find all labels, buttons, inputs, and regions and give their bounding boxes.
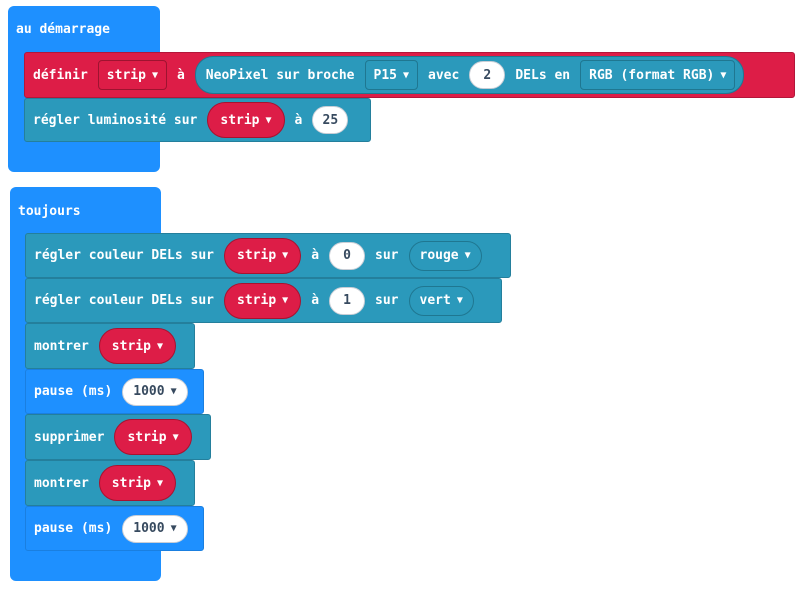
with-label: avec bbox=[428, 67, 460, 83]
pause-block[interactable]: pause (ms) 1000 ▼ bbox=[25, 369, 204, 414]
pause-label: pause (ms) bbox=[34, 521, 113, 536]
leds-in-label: DELs en bbox=[515, 67, 571, 83]
chevron-down-icon: ▼ bbox=[172, 431, 179, 443]
set-pixel-color-block[interactable]: régler couleur DELs sur strip ▼ à 0 sur … bbox=[25, 233, 511, 278]
color-dropdown[interactable]: vert ▼ bbox=[408, 285, 474, 316]
chevron-down-icon: ▼ bbox=[456, 295, 463, 306]
pixel-at-label: à bbox=[311, 248, 320, 263]
pin-dropdown[interactable]: P15 ▼ bbox=[364, 60, 419, 90]
clear-label: supprimer bbox=[34, 429, 105, 445]
brightness-strip-variable[interactable]: strip ▼ bbox=[207, 102, 285, 138]
on-start-title: au démarrage bbox=[16, 22, 110, 37]
show-label: montrer bbox=[34, 475, 89, 491]
forever-title: toujours bbox=[18, 204, 81, 219]
clear-strip-variable[interactable]: strip ▼ bbox=[114, 419, 192, 455]
set-pixel-color-block[interactable]: régler couleur DELs sur strip ▼ à 1 sur … bbox=[25, 278, 502, 323]
pixel-color-label: régler couleur DELs sur bbox=[34, 248, 215, 263]
clear-block[interactable]: supprimer strip ▼ bbox=[25, 414, 211, 460]
pixel-on-label: sur bbox=[375, 293, 399, 308]
chevron-down-icon: ▼ bbox=[156, 340, 163, 352]
pixel-index-input[interactable]: 0 bbox=[329, 241, 366, 270]
set-strip-block[interactable]: définir strip ▼ à NeoPixel sur broche P1… bbox=[24, 52, 795, 98]
chevron-down-icon: ▼ bbox=[151, 69, 158, 81]
chevron-down-icon: ▼ bbox=[156, 477, 163, 489]
pixel-index-input[interactable]: 1 bbox=[329, 286, 366, 315]
chevron-down-icon: ▼ bbox=[403, 69, 410, 81]
brightness-to-label: à bbox=[294, 112, 303, 128]
pixel-on-label: sur bbox=[375, 248, 399, 263]
pixel-strip-variable[interactable]: strip ▼ bbox=[224, 237, 302, 274]
chevron-down-icon: ▼ bbox=[720, 69, 727, 81]
chevron-down-icon: ▼ bbox=[265, 114, 272, 126]
chevron-down-icon: ▼ bbox=[282, 250, 289, 261]
neopixel-label: NeoPixel sur broche bbox=[205, 67, 355, 83]
set-to-label: à bbox=[176, 67, 185, 83]
neopixel-create-block[interactable]: NeoPixel sur broche P15 ▼ avec 2 DELs en… bbox=[194, 56, 745, 94]
pixel-at-label: à bbox=[311, 293, 320, 308]
led-count-input[interactable]: 2 bbox=[469, 61, 506, 89]
show-strip-variable[interactable]: strip ▼ bbox=[98, 328, 176, 364]
show-label: montrer bbox=[34, 338, 89, 354]
brightness-label: régler luminosité sur bbox=[33, 112, 198, 128]
brightness-value-input[interactable]: 25 bbox=[312, 106, 349, 134]
chevron-down-icon: ▼ bbox=[282, 295, 289, 306]
mode-dropdown[interactable]: RGB (format RGB) ▼ bbox=[580, 60, 736, 90]
set-label: définir bbox=[33, 67, 88, 83]
pause-block[interactable]: pause (ms) 1000 ▼ bbox=[25, 506, 204, 551]
chevron-down-icon: ▼ bbox=[464, 250, 471, 261]
pause-value-dropdown[interactable]: 1000 ▼ bbox=[122, 514, 188, 543]
show-strip-variable[interactable]: strip ▼ bbox=[98, 465, 176, 501]
color-dropdown[interactable]: rouge ▼ bbox=[408, 240, 482, 271]
pixel-strip-variable[interactable]: strip ▼ bbox=[224, 282, 302, 319]
pixel-color-label: régler couleur DELs sur bbox=[34, 293, 215, 308]
chevron-down-icon: ▼ bbox=[170, 386, 177, 397]
pause-value-dropdown[interactable]: 1000 ▼ bbox=[122, 377, 188, 406]
show-block[interactable]: montrer strip ▼ bbox=[25, 323, 195, 369]
set-brightness-block[interactable]: régler luminosité sur strip ▼ à 25 bbox=[24, 98, 371, 142]
pause-label: pause (ms) bbox=[34, 384, 113, 399]
set-variable-dropdown[interactable]: strip ▼ bbox=[97, 60, 167, 90]
chevron-down-icon: ▼ bbox=[170, 523, 177, 534]
show-block[interactable]: montrer strip ▼ bbox=[25, 460, 195, 506]
